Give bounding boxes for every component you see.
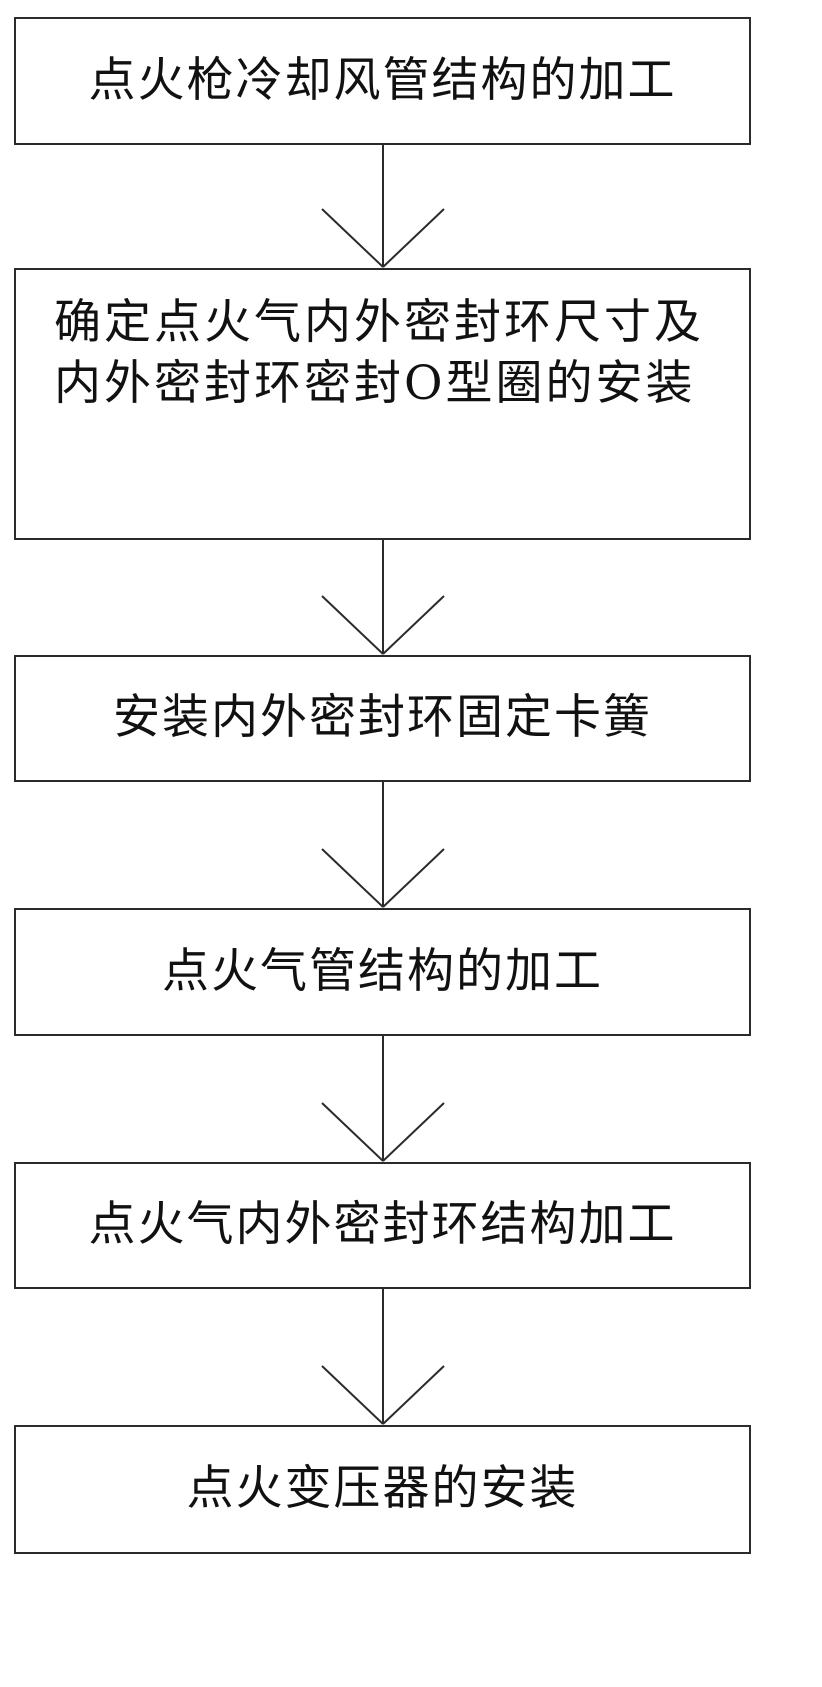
arrow-2-3 <box>321 540 445 655</box>
step-6-box: 点火变压器的安装 <box>14 1425 751 1554</box>
step-3-box: 安装内外密封环固定卡簧 <box>14 655 751 782</box>
step-4-label: 点火气管结构的加工 <box>162 943 603 999</box>
step-5-label: 点火气内外密封环结构加工 <box>88 1197 677 1253</box>
arrow-3-4 <box>321 782 445 908</box>
arrow-5-6 <box>321 1289 445 1425</box>
step-1-label: 点火枪冷却风管结构的加工 <box>88 52 677 108</box>
step-2-box: 确定点火气内外密封环尺寸及内外密封环密封O型圈的安装 <box>14 268 751 540</box>
arrow-4-5 <box>321 1036 445 1162</box>
step-3-label: 安装内外密封环固定卡簧 <box>113 690 652 746</box>
step-5-box: 点火气内外密封环结构加工 <box>14 1162 751 1289</box>
step-1-box: 点火枪冷却风管结构的加工 <box>14 17 751 145</box>
step-6-label: 点火变压器的安装 <box>186 1461 579 1517</box>
arrow-1-2 <box>321 145 445 268</box>
step-4-box: 点火气管结构的加工 <box>14 908 751 1036</box>
step-2-label: 确定点火气内外密封环尺寸及内外密封环密封O型圈的安装 <box>54 295 704 412</box>
